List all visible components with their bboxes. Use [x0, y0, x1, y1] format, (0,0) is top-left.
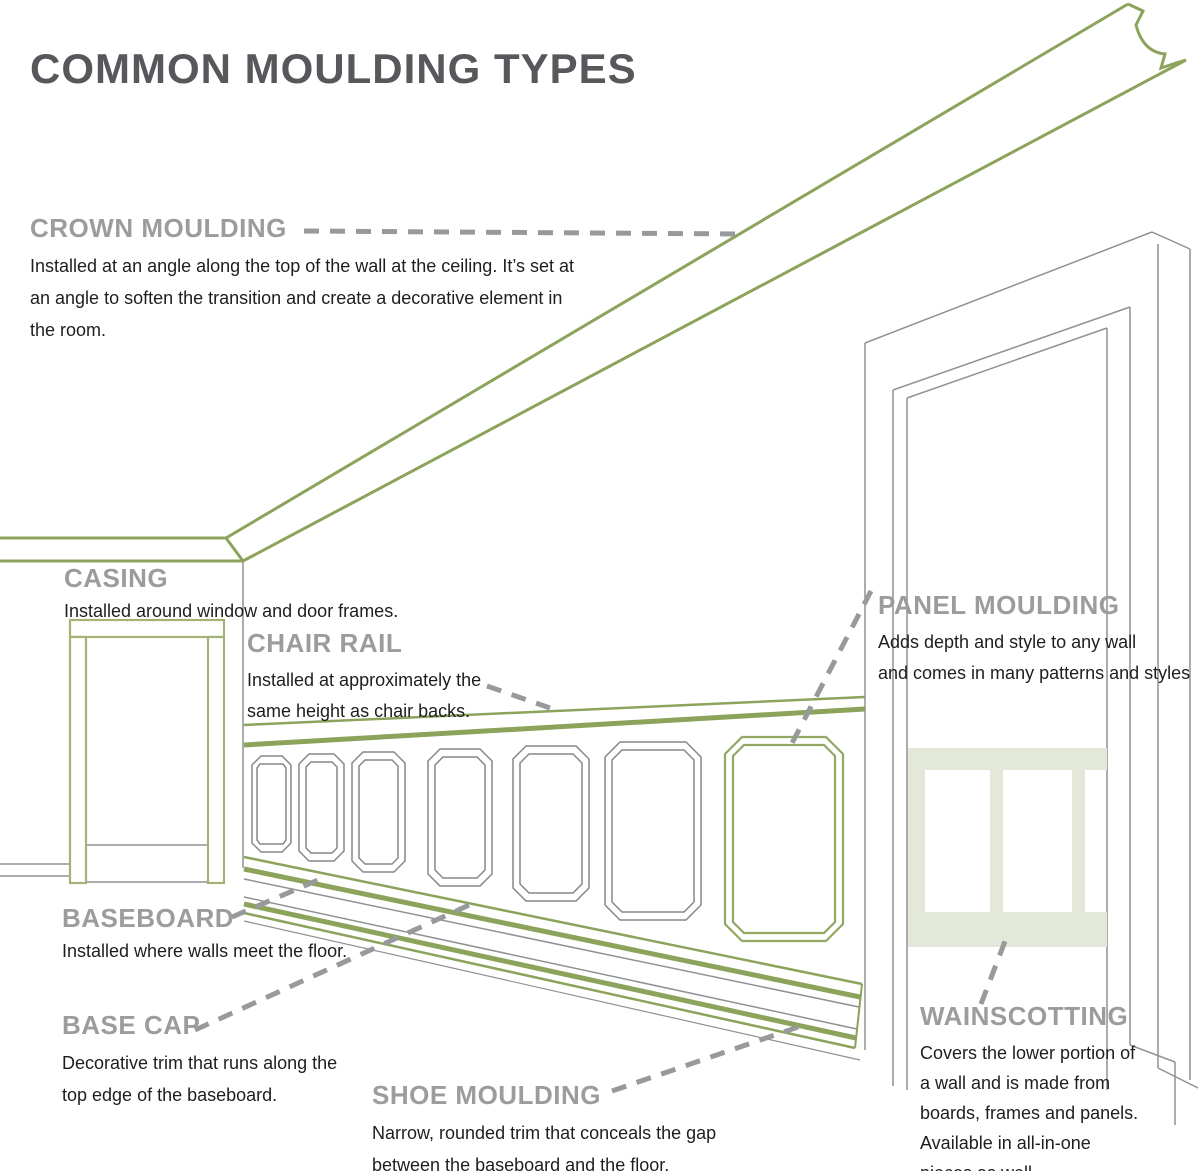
baseboard-graphic — [243, 855, 863, 1061]
shoe-moulding-graphic — [243, 901, 857, 1041]
crown-moulding-desc-line: an angle to soften the transition and cr… — [30, 288, 563, 308]
left-door — [85, 637, 209, 883]
casing-desc-line: Installed around window and door frames. — [64, 601, 399, 621]
crown-profile-end — [1127, 2, 1187, 71]
casing-graphic — [68, 618, 226, 885]
casing-label: CASING — [64, 563, 169, 593]
crown-leader — [303, 228, 741, 237]
wainscotting-graphic — [908, 748, 1107, 947]
panel-moulding-graphic — [723, 735, 845, 943]
shoe-moulding-desc-line: between the baseboard and the floor. — [372, 1155, 670, 1171]
wainscotting-desc-line: boards, frames and panels. — [920, 1103, 1139, 1123]
chair-rail-label: CHAIR RAIL — [247, 628, 403, 658]
crown-moulding-desc-line: Installed at an angle along the top of t… — [30, 256, 575, 276]
callout-wainscotting: WAINSCOTTING Covers the lower portion of… — [920, 1001, 1138, 1171]
right-doorway — [864, 231, 1199, 1125]
callout-base-cap: BASE CAP Decorative trim that runs along… — [62, 1010, 337, 1111]
wainscotting-desc-line: Covers the lower portion of — [920, 1043, 1136, 1063]
chair-rail-graphic — [243, 695, 866, 748]
panel-moulding-desc-line: Adds depth and style to any wall — [878, 632, 1137, 652]
crown-moulding-desc-line: the room. — [30, 320, 107, 340]
callout-casing: CASING Installed around window and door … — [64, 563, 398, 627]
baseboard-leader — [231, 877, 319, 920]
chair-rail-desc-line: same height as chair backs. — [247, 701, 471, 721]
callout-chair-rail: CHAIR RAIL Installed at approximately th… — [247, 628, 481, 727]
callout-crown-moulding: CROWN MOULDING Installed at an angle alo… — [30, 213, 670, 346]
left-wall — [0, 561, 244, 877]
callout-shoe-moulding: SHOE MOULDING Narrow, rounded trim that … — [372, 1080, 716, 1171]
callout-baseboard: BASEBOARD Installed where walls meet the… — [62, 903, 347, 967]
page-title: COMMON MOULDING TYPES — [30, 45, 637, 92]
shoe-moulding-graphic-edge — [243, 911, 856, 1050]
base-cap-label: BASE CAP — [62, 1010, 201, 1040]
chair-rail-leader — [486, 683, 551, 711]
wainscotting-desc-line: a wall and is made from — [920, 1073, 1111, 1093]
baseboard-desc-line: Installed where walls meet the floor. — [62, 941, 348, 961]
wainscotting-leader — [978, 935, 1010, 1005]
panel-moulding-desc-line: and comes in many patterns and styles — [878, 663, 1191, 683]
callout-leaders — [193, 228, 1010, 1094]
shoe-leader — [611, 1023, 802, 1094]
panel-moulding-label: PANEL MOULDING — [878, 590, 1120, 620]
panel-leader — [786, 589, 874, 751]
shoe-moulding-label: SHOE MOULDING — [372, 1080, 601, 1110]
base-cap-desc-line: top edge of the baseboard. — [62, 1085, 278, 1105]
baseboard-label: BASEBOARD — [62, 903, 235, 933]
crown-moulding-graphic — [0, 2, 1187, 563]
crown-moulding-label: CROWN MOULDING — [30, 213, 287, 243]
wainscotting-desc-line: Available in all-in-one — [920, 1133, 1091, 1153]
callout-panel-moulding: PANEL MOULDING Adds depth and style to a… — [878, 590, 1190, 689]
chair-rail-desc-line: Installed at approximately the — [247, 670, 482, 690]
base-cap-desc-line: Decorative trim that runs along the — [62, 1053, 338, 1073]
wainscotting-desc-line: pieces as well. — [920, 1158, 1138, 1171]
wainscotting-label: WAINSCOTTING — [920, 1001, 1129, 1031]
shoe-moulding-desc-line: Narrow, rounded trim that conceals the g… — [372, 1123, 717, 1143]
wall-panels — [251, 741, 702, 921]
